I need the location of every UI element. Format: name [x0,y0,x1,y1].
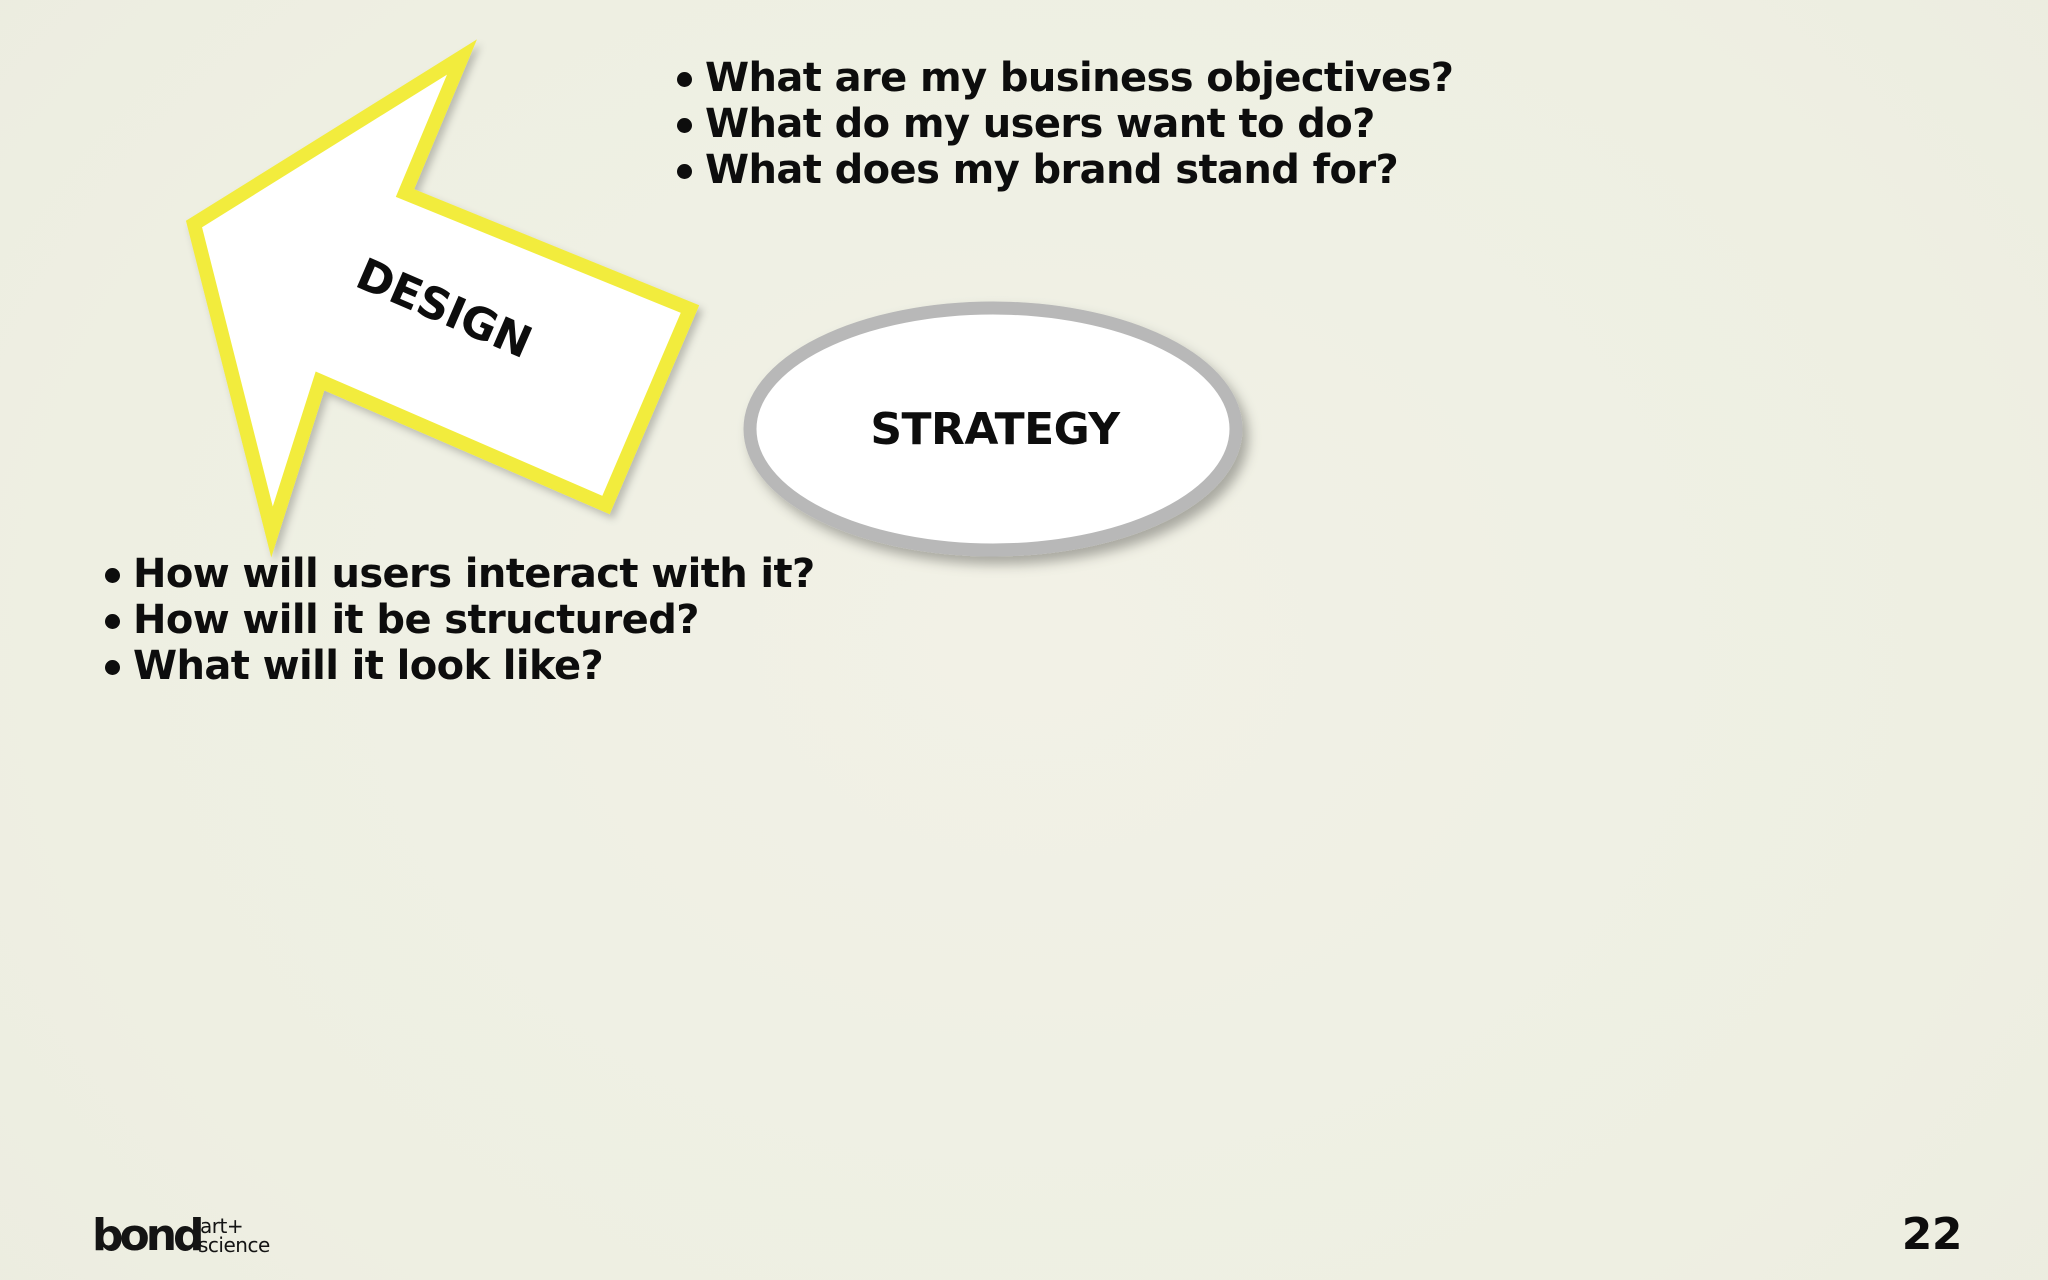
strategy-ellipse-label: STRATEGY [870,404,1121,455]
strategy-ellipse-shape [743,301,1243,557]
design-arrow: DESIGN [185,39,700,558]
design-question-item: How will users interact with it? [103,551,815,597]
design-arrow-shape [185,39,700,558]
design-questions-list: How will users interact with it? How wil… [103,551,815,689]
design-question-item: How will it be structured? [103,597,815,643]
design-question-item: What will it look like? [103,643,815,689]
bond-logo: bond art+ science [92,1210,270,1261]
strategy-question-item: What do my users want to do? [675,101,1453,147]
strategy-ellipse: STRATEGY [743,301,1243,557]
strategy-questions-list: What are my business objectives? What do… [675,55,1454,193]
page-number: 22 [1901,1209,1963,1260]
bond-logo-wordmark: bond [92,1210,201,1261]
bond-logo-tagline-top: art+ [200,1214,243,1238]
bond-logo-tagline-bottom: science [198,1233,270,1257]
strategy-question-item: What are my business objectives? [675,55,1454,101]
strategy-question-item: What does my brand stand for? [675,147,1453,193]
